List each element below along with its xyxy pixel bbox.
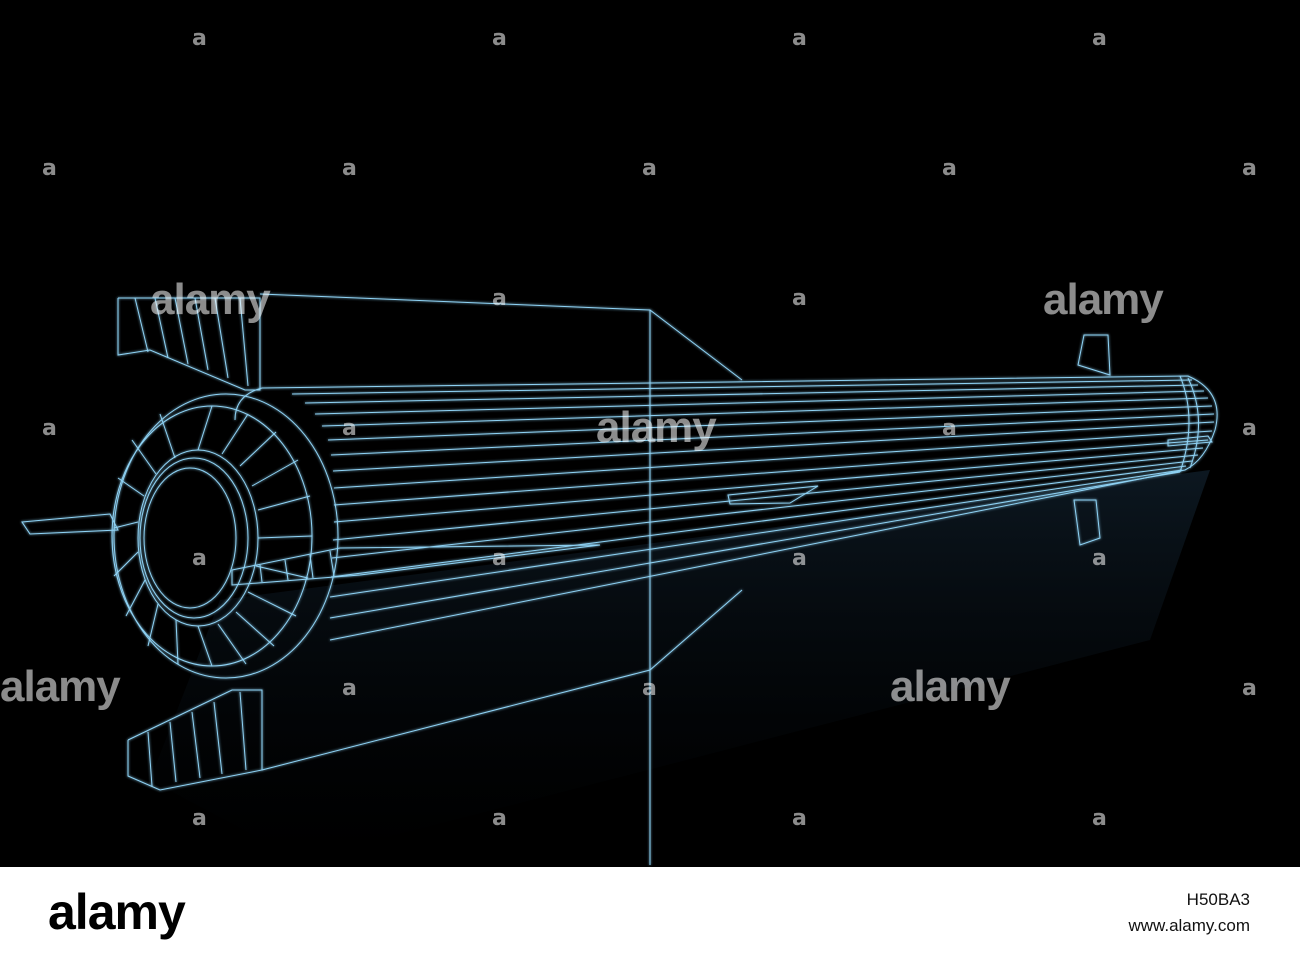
glow-haze [150,470,1210,860]
watermark-glyph: a [342,676,357,701]
watermark-glyph: a [642,676,657,701]
watermark-glyph: a [1092,546,1107,571]
watermark-glyph: a [492,806,507,831]
watermark-glyph: a [192,26,207,51]
footer-url[interactable]: www.alamy.com [1128,916,1250,935]
rocket-wireframe [21,293,1218,865]
footer-bar: alamy H50BA3 www.alamy.com [0,867,1300,956]
wireframe-image: a a a a a a a a a a a a a a a a a a a a … [0,26,1257,865]
watermark-glyph: a [192,806,207,831]
watermark-glyph: a [1242,156,1257,181]
watermark: alamy [890,662,1011,711]
watermark-glyph: a [792,26,807,51]
watermark-glyph: a [1092,806,1107,831]
watermark-glyph: a [492,546,507,571]
watermark-glyph: a [642,156,657,181]
watermark-glyph: a [1242,416,1257,441]
watermark-glyph: a [192,546,207,571]
watermark: alamy [596,403,717,452]
watermark-glyph: a [942,416,957,441]
watermark-glyph: a [342,156,357,181]
wireframe-lines [21,293,1218,865]
watermark-glyph: a [1092,26,1107,51]
watermark-glyph: a [942,156,957,181]
watermark-glyph: a [42,156,57,181]
watermark-glyph: a [1242,676,1257,701]
watermark: alamy [150,275,271,324]
watermark-glyph: a [792,286,807,311]
watermark-glyph: a [342,416,357,441]
footer-logo: alamy [48,884,186,940]
watermark-glyph: a [42,416,57,441]
watermark-glyph: a [492,26,507,51]
watermark-glyph: a [792,806,807,831]
watermark-glyph: a [492,286,507,311]
image-id: H50BA3 [1186,890,1250,909]
watermark: alamy [0,662,121,711]
watermark-glyph: a [792,546,807,571]
watermark: alamy [1043,275,1164,324]
